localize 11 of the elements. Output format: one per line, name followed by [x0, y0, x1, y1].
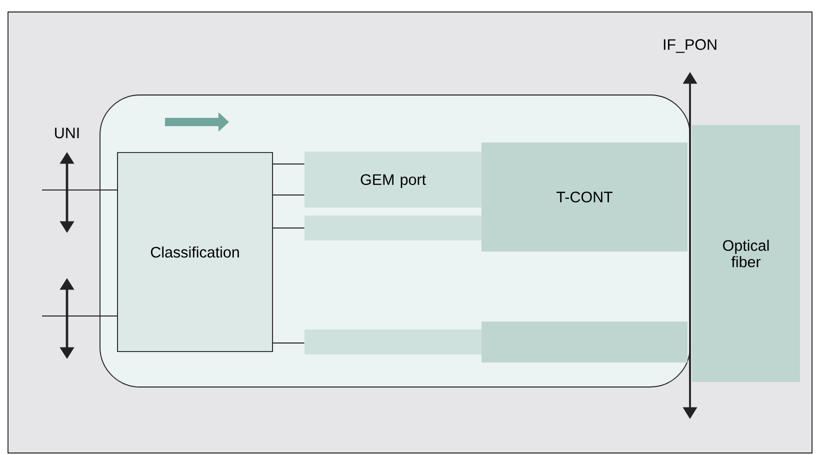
queue-bar — [304, 216, 482, 241]
queue-bar — [304, 330, 482, 355]
connector-line — [272, 342, 305, 344]
interface-label: IF_PON — [664, 39, 716, 53]
interface-label: UNI — [55, 128, 79, 138]
connector-line — [272, 194, 305, 196]
queue-bar: GEM port — [304, 152, 482, 208]
container-box: T-CONT — [482, 142, 688, 252]
process-box: Classification — [117, 152, 273, 352]
fiber-box: Optical fiber — [692, 125, 800, 382]
container-bar — [482, 322, 688, 363]
